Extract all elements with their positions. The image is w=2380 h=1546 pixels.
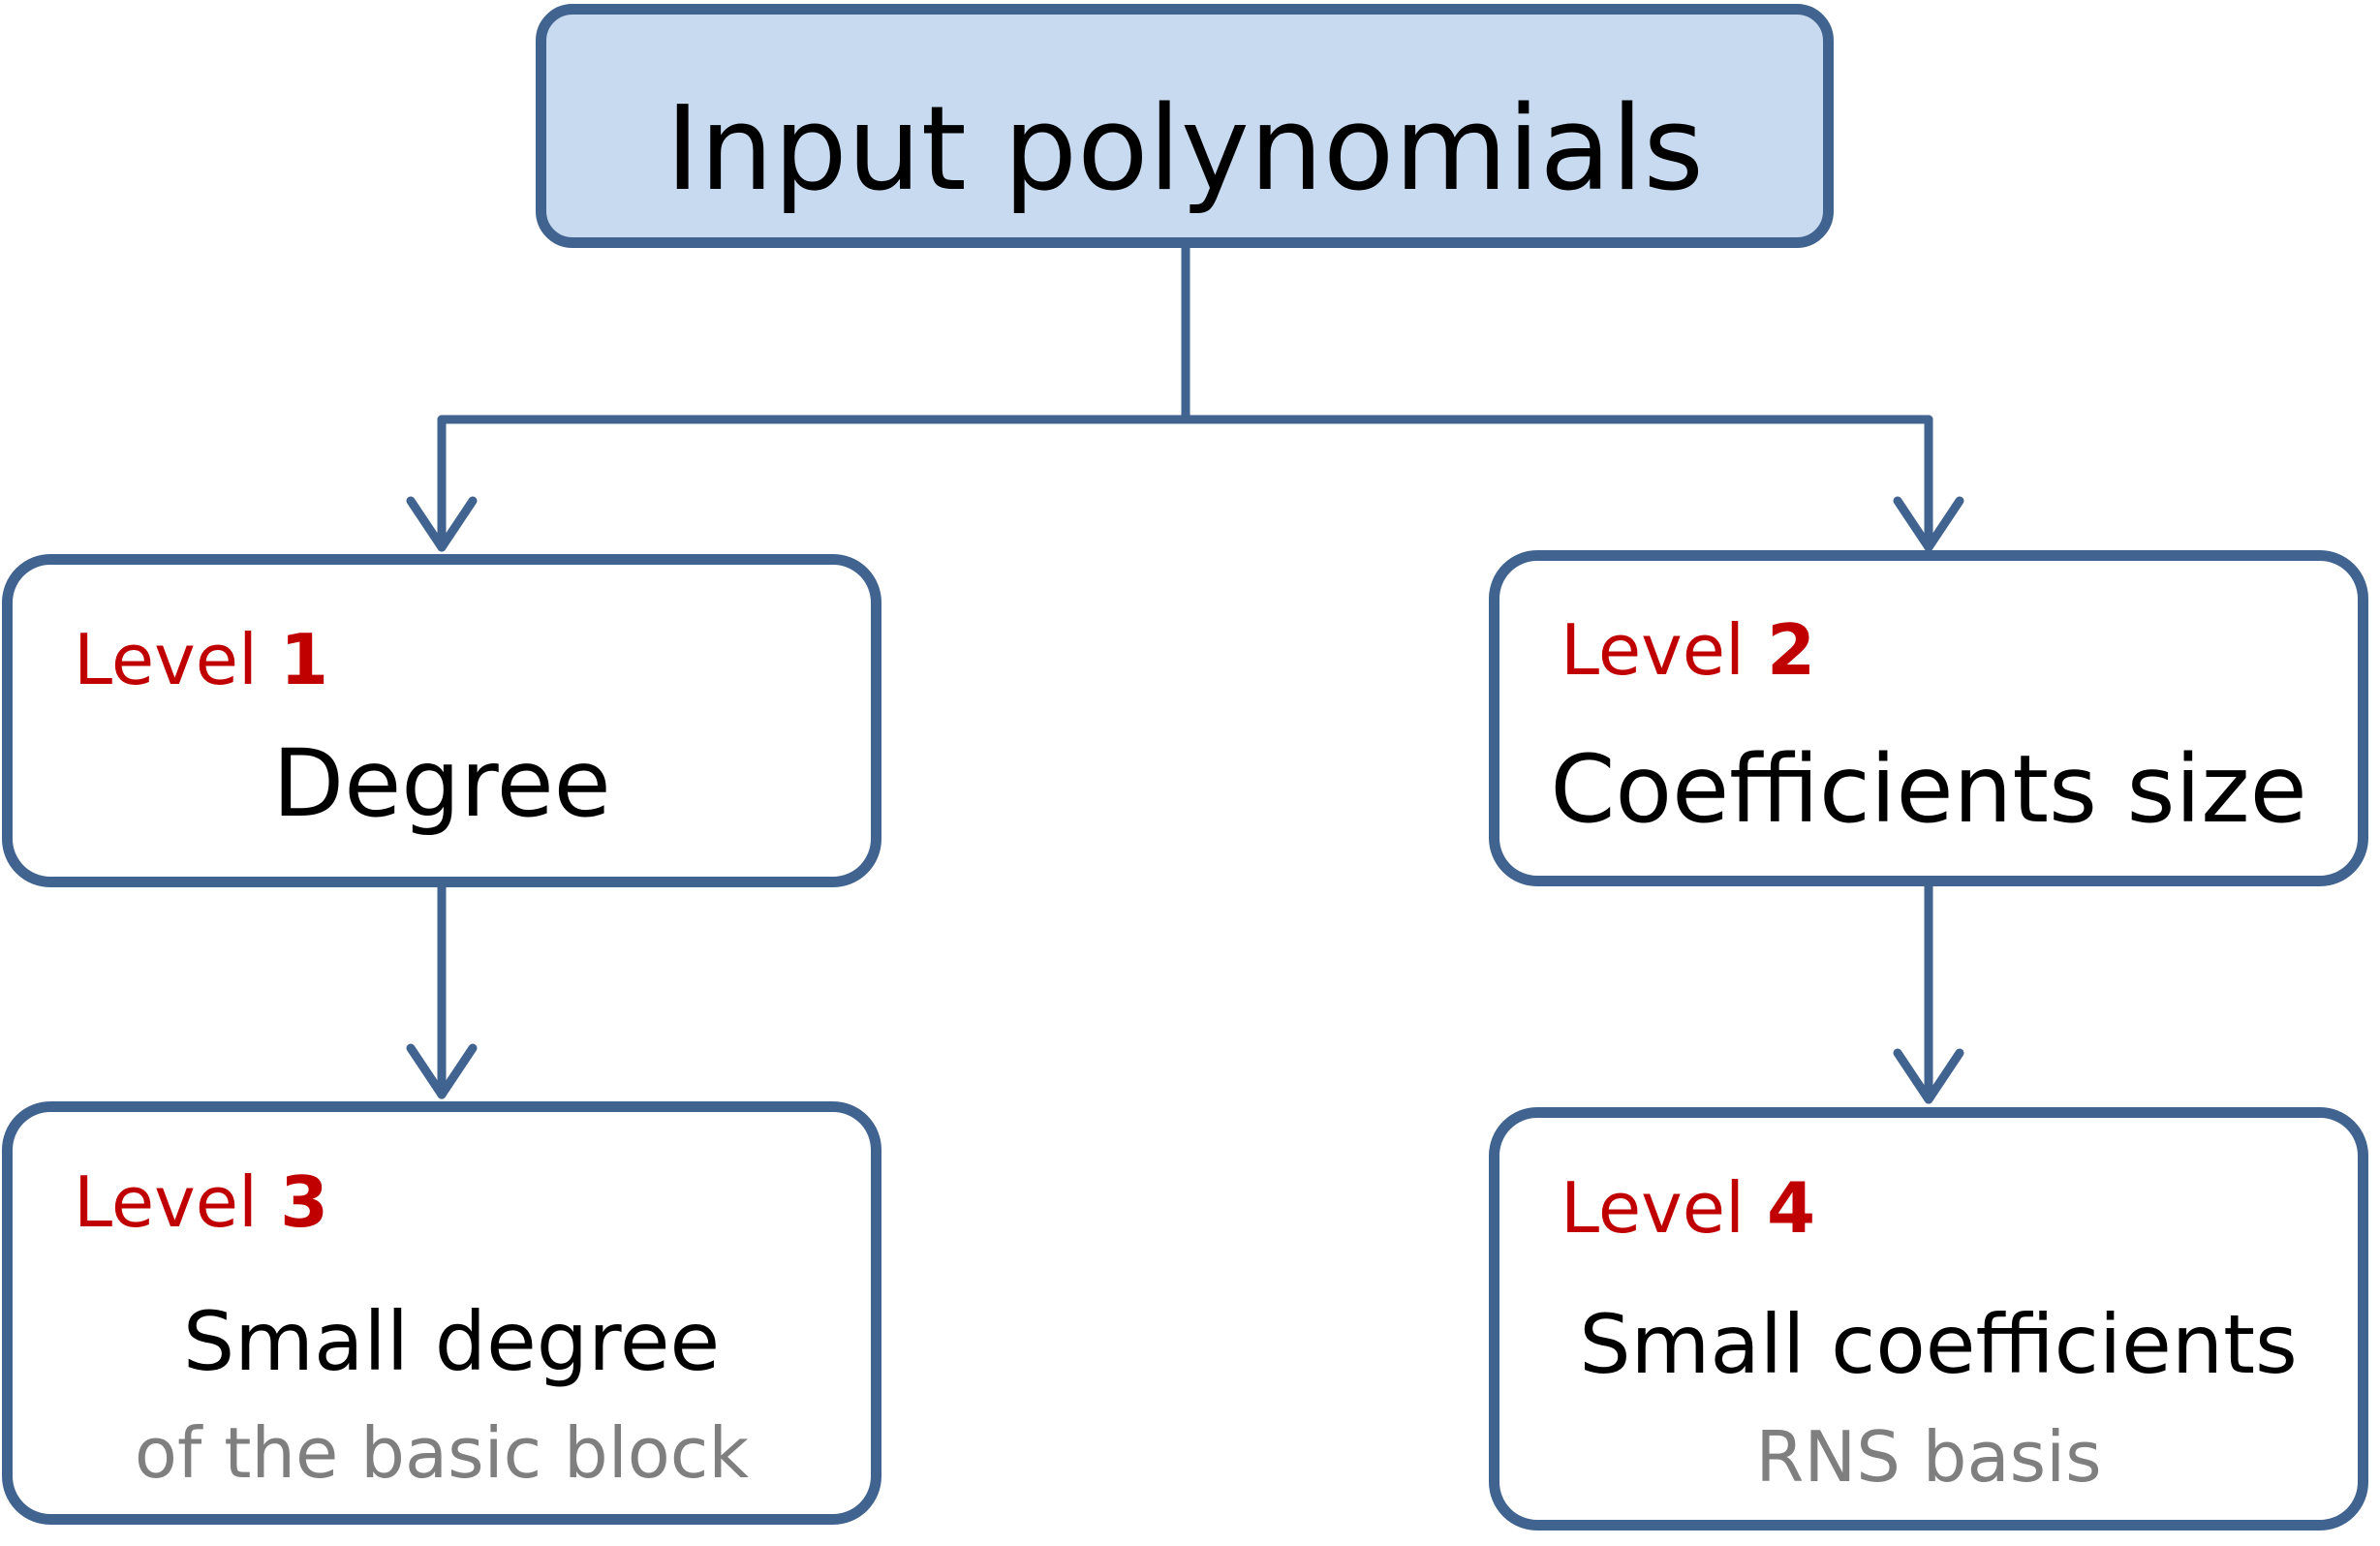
level-1-main-text: Degree <box>272 729 611 838</box>
level-2-main-text: Coefficients size <box>1550 735 2307 844</box>
root-label: Input polynomials <box>665 82 1704 217</box>
level-4-main-text: Small coefficients <box>1579 1297 2298 1392</box>
level-word: Level <box>74 619 259 700</box>
level-1-label: Level 1 <box>74 625 328 695</box>
root-box: Input polynomials <box>536 4 1834 248</box>
level-3-main-text: Small degree <box>182 1294 721 1389</box>
level-3-box: Level 3 Small degree of the basic block <box>2 1101 881 1525</box>
level-4-sub-text: RNS basis <box>1755 1416 2102 1498</box>
level-word: Level <box>74 1161 259 1243</box>
level-3-label: Level 3 <box>74 1167 328 1237</box>
level-number: 2 <box>1766 609 1816 691</box>
level-2-box: Level 2 Coefficients size <box>1489 550 2368 886</box>
level-word: Level <box>1561 1167 1746 1249</box>
arrowhead-to-level-1 <box>406 496 478 552</box>
arrowhead-to-level-4 <box>1893 1048 1964 1104</box>
level-1-box: Level 1 Degree <box>2 554 881 887</box>
level-number: 1 <box>279 619 329 700</box>
level-word: Level <box>1561 609 1746 691</box>
arrowhead-to-level-3 <box>406 1043 478 1099</box>
level-3-sub-text: of the basic block <box>134 1412 750 1494</box>
level-2-label: Level 2 <box>1561 615 1815 685</box>
level-4-box: Level 4 Small coefficients RNS basis <box>1489 1107 2368 1531</box>
level-number: 4 <box>1766 1167 1816 1249</box>
level-4-label: Level 4 <box>1561 1173 1815 1243</box>
level-number: 3 <box>279 1161 329 1243</box>
arrowhead-to-level-2 <box>1893 496 1964 552</box>
